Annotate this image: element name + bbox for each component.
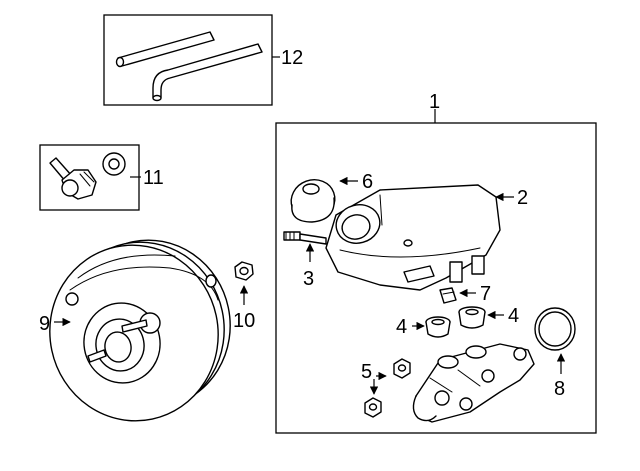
callout-9: 9 <box>39 313 50 335</box>
callout-7: 7 <box>480 283 491 305</box>
callout-3: 3 <box>303 268 314 290</box>
vacuum-hose-bent <box>152 43 263 102</box>
grommet <box>102 152 126 176</box>
callout-5: 5 <box>361 361 372 383</box>
vacuum-hose-straight <box>115 31 215 68</box>
callout-12: 12 <box>281 47 303 69</box>
callout-1: 1 <box>429 91 440 113</box>
reservoir-cap <box>290 179 336 223</box>
callout-11: 11 <box>143 167 164 189</box>
hose-group-box <box>103 14 273 106</box>
check-valve <box>49 157 97 200</box>
reservoir-seal-right <box>458 306 486 329</box>
callout-4-right: 4 <box>508 305 519 327</box>
callout-2: 2 <box>517 187 528 209</box>
reservoir-clip <box>439 287 457 304</box>
master-cylinder-body <box>412 343 535 423</box>
o-ring-seal <box>534 307 576 351</box>
callout-4-left: 4 <box>396 316 407 338</box>
fluid-reservoir <box>325 184 501 291</box>
level-sensor <box>283 231 327 245</box>
mounting-nut-lower <box>364 397 382 418</box>
mounting-nut-upper <box>393 358 411 379</box>
master-cylinder-assembly-box <box>275 122 597 434</box>
brake-booster <box>49 239 231 422</box>
callout-10: 10 <box>233 310 255 332</box>
callout-8: 8 <box>554 378 565 400</box>
booster-nut <box>234 261 254 281</box>
callout-6: 6 <box>362 171 373 193</box>
reservoir-seal-left <box>425 316 451 338</box>
